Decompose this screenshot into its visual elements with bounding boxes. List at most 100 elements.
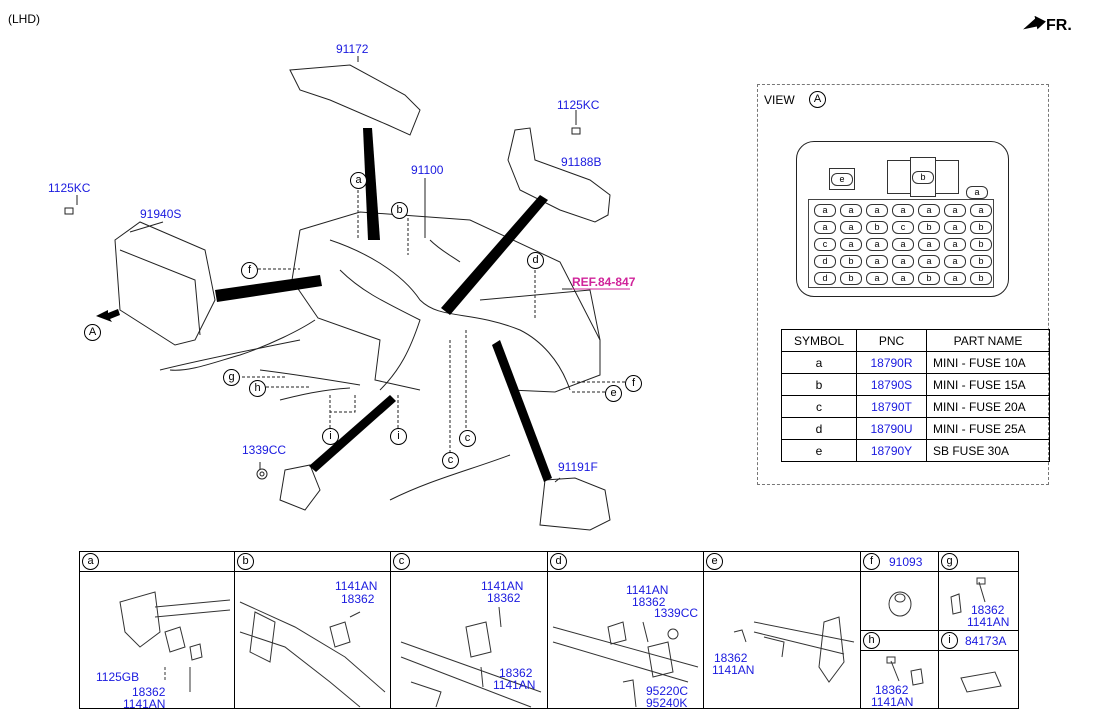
fuse-slot: a	[866, 272, 888, 285]
fuse-slot: a	[892, 204, 914, 217]
fuse-slot: a	[970, 204, 992, 217]
callout-i-left: i	[322, 428, 339, 445]
fuse-slot: b	[970, 272, 992, 285]
detail-d-part-4: 95220C	[646, 684, 689, 698]
detail-d-drawing	[552, 621, 699, 708]
fuse-slot: d	[814, 255, 836, 268]
detail-h-part-1: 18362	[875, 683, 909, 697]
fuse-slot: b	[970, 238, 992, 251]
detail-e-drawing	[733, 616, 855, 683]
table-row: d 18790U MINI - FUSE 25A	[781, 417, 1050, 440]
harness-wires	[329, 239, 571, 391]
detail-g-part-1: 18362	[971, 603, 1005, 617]
part-label-91100: 91100	[411, 163, 444, 177]
fuse-slot: a	[866, 255, 888, 268]
variant-label: (LHD)	[8, 12, 40, 26]
callout-g: g	[223, 369, 240, 386]
cell-symbol: a	[781, 351, 857, 374]
cell-pnc[interactable]: 18790Y	[856, 439, 927, 462]
callout-f-right: f	[625, 375, 642, 392]
fuse-slot: b	[866, 221, 888, 234]
fuse-slot: a	[892, 238, 914, 251]
grommet-icon	[888, 591, 912, 617]
part-label-91188b: 91188B	[561, 155, 602, 169]
part-label-91172: 91172	[336, 42, 369, 56]
fuse-slot: a	[944, 255, 966, 268]
relay-b-label: b	[912, 171, 934, 184]
cell-symbol: d	[781, 417, 857, 440]
fuse-col-marker: a	[966, 186, 988, 199]
detail-c-marker: c	[393, 553, 410, 570]
fuse-slot: a	[918, 255, 940, 268]
detail-panel-i: i 84173A	[938, 630, 1019, 709]
detail-g-part-2: 1141AN	[967, 615, 1010, 629]
detail-c-part-2: 18362	[487, 591, 521, 605]
cell-symbol: b	[781, 373, 857, 396]
detail-panel-a: a 1125GB 18362 1141AN	[79, 551, 235, 711]
relay-e: e	[829, 168, 855, 190]
col-header-part-name: PART NAME	[926, 329, 1050, 352]
relay-e-label: e	[831, 173, 853, 186]
detail-d-marker: d	[550, 553, 567, 570]
fuse-slot: a	[918, 238, 940, 251]
detail-c-part-4: 1141AN	[493, 678, 536, 692]
cell-part-name: SB FUSE 30A	[926, 439, 1050, 462]
detail-e-part-2: 1141AN	[712, 663, 755, 677]
detail-d-part-3: 1339CC	[654, 606, 699, 620]
front-arrow-icon	[1022, 15, 1046, 35]
fuse-slot: a	[944, 238, 966, 251]
fuse-slot: a	[892, 272, 914, 285]
callout-d: d	[527, 252, 544, 269]
detail-h-marker: h	[863, 632, 880, 649]
cell-part-name: MINI - FUSE 25A	[926, 417, 1050, 440]
relay-b: b	[887, 157, 959, 197]
fuse-slot: a	[944, 221, 966, 234]
callout-c-lower: c	[442, 452, 459, 469]
callout-h: h	[249, 380, 266, 397]
fuse-slot: b	[840, 272, 862, 285]
fuse-slot: b	[918, 272, 940, 285]
fuse-slot: a	[944, 204, 966, 217]
table-row: a 18790R MINI - FUSE 10A	[781, 351, 1050, 374]
cell-pnc[interactable]: 18790T	[856, 395, 927, 418]
fuse-slot: b	[918, 221, 940, 234]
detail-b-marker: b	[237, 553, 254, 570]
detail-d-part-2: 18362	[632, 595, 666, 609]
view-title-text: VIEW	[764, 93, 795, 107]
table-row: e 18790Y SB FUSE 30A	[781, 439, 1050, 462]
cell-pnc[interactable]: 18790U	[856, 417, 927, 440]
cover-91172	[289, 64, 421, 136]
module-91940s	[114, 221, 216, 346]
detail-a-marker: a	[82, 553, 99, 570]
detail-panel-g: g 18362 1141AN	[938, 551, 1019, 631]
detail-i-marker: i	[941, 632, 958, 649]
table-row: b 18790S MINI - FUSE 15A	[781, 373, 1050, 396]
callout-e: e	[605, 385, 622, 402]
detail-a-part-1: 1125GB	[96, 670, 140, 684]
detail-a-drawing	[119, 591, 231, 692]
callout-i-right: i	[390, 428, 407, 445]
detail-b-drawing	[239, 601, 386, 708]
fuse-slot: c	[814, 238, 836, 251]
detail-b-part-1: 1141AN	[335, 579, 378, 593]
cell-pnc[interactable]: 18790S	[856, 373, 927, 396]
detail-panel-d: d 1141AN 18362 1339CC 95220C 95240K	[547, 551, 704, 710]
detail-e-marker: e	[706, 553, 723, 570]
part-label-1125kc-top: 1125KC	[557, 98, 600, 112]
fuse-slot: a	[866, 204, 888, 217]
front-direction-indicator: FR.	[1022, 15, 1072, 35]
table-header-row: SYMBOL PNC PART NAME	[781, 329, 1050, 352]
fuse-slot: a	[944, 272, 966, 285]
detail-panel-e: e 18362 1141AN	[703, 551, 861, 709]
detail-c-part-3: 18362	[499, 666, 533, 680]
detail-c-drawing	[400, 606, 542, 708]
part-label-1339cc: 1339CC	[242, 443, 287, 457]
detail-panel-c: c 1141AN 18362 18362 1141AN	[390, 551, 548, 709]
detail-d-part-5: 95240K	[646, 696, 688, 710]
cell-pnc[interactable]: 18790R	[856, 351, 927, 374]
callout-c-upper: c	[459, 430, 476, 447]
detail-f-pnc: 91093	[889, 555, 923, 569]
callout-b: b	[391, 202, 408, 219]
fuse-slot: b	[970, 255, 992, 268]
